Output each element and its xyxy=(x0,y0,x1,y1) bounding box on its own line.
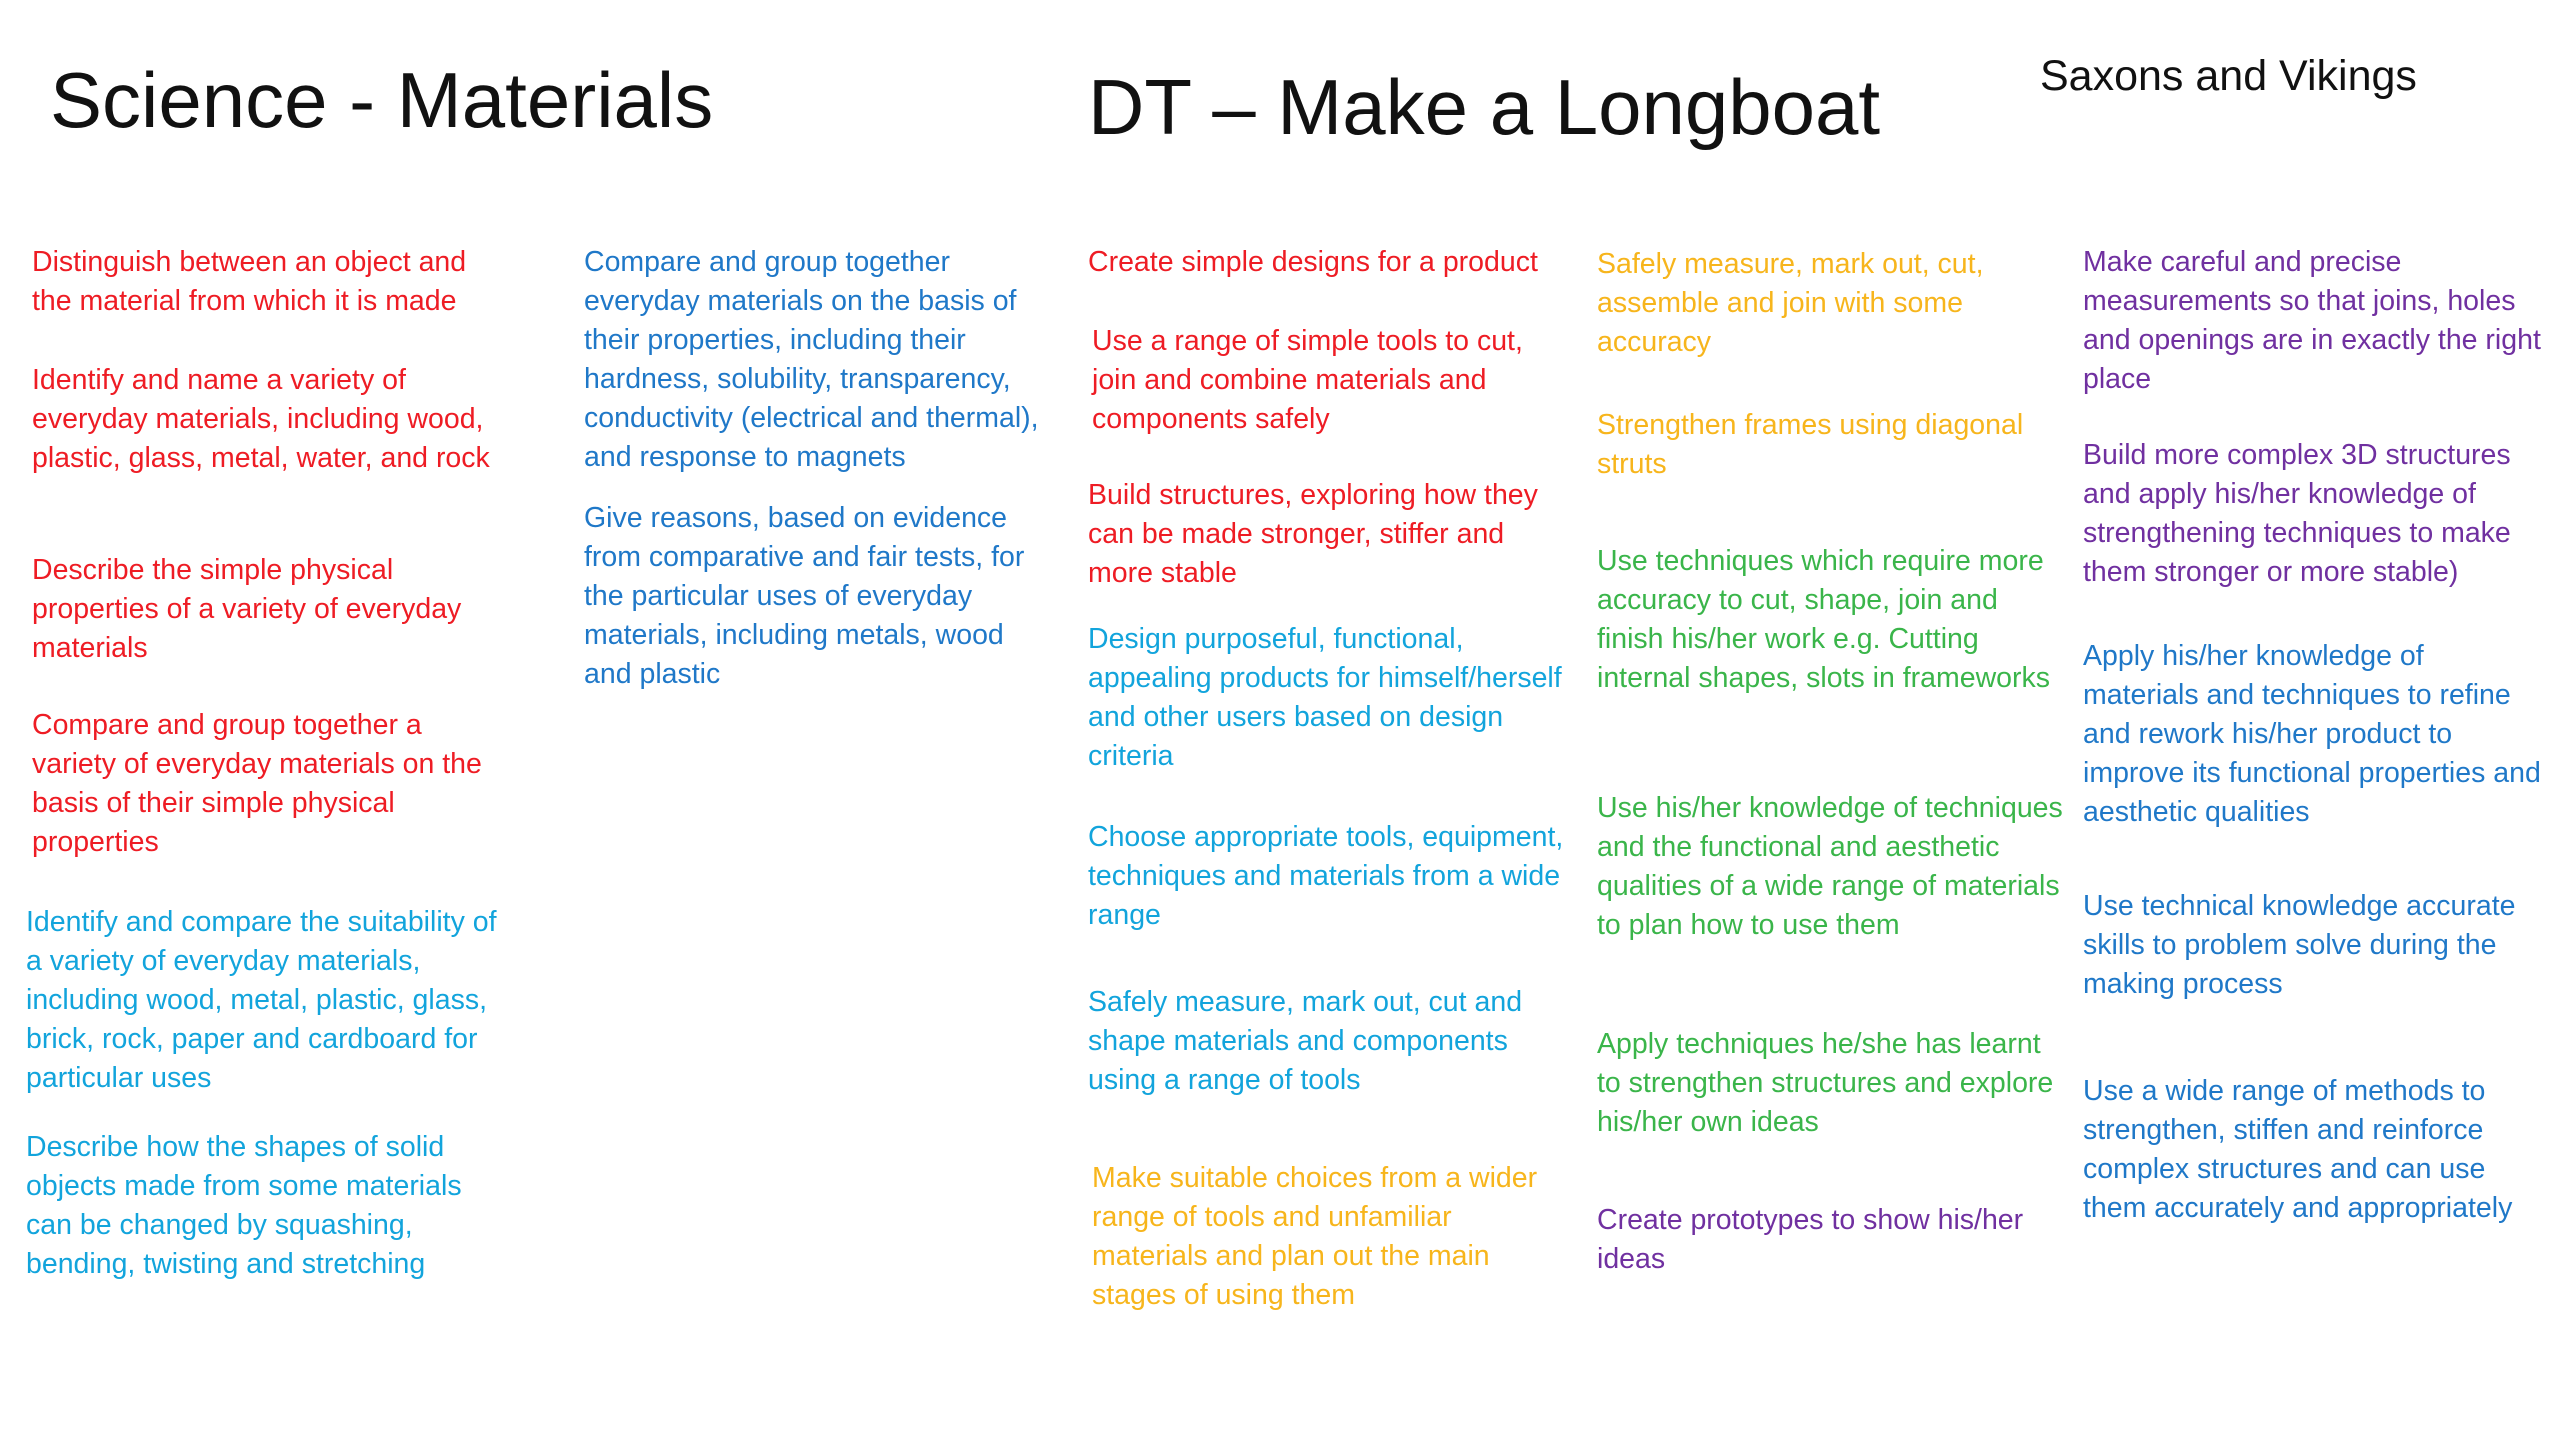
science-objective: Identify and name a variety of everyday … xyxy=(32,364,490,474)
dt-objective: Design purposeful, functional, appealing… xyxy=(1088,623,1562,772)
dt-objective: Use his/her knowledge of techniques and … xyxy=(1597,792,2063,941)
dt-objective: Safely measure, mark out, cut, assemble … xyxy=(1597,248,1984,358)
dt-objective: Use technical knowledge accurate skills … xyxy=(2083,890,2516,1000)
dt-objective: Use a range of simple tools to cut, join… xyxy=(1092,325,1523,435)
dt-longboat-title: DT – Make a Longboat xyxy=(1088,63,1881,151)
science-objective: Give reasons, based on evidence from com… xyxy=(584,502,1025,690)
dt-objective: Create prototypes to show his/her ideas xyxy=(1597,1204,2024,1275)
dt-objective: Choose appropriate tools, equipment, tec… xyxy=(1088,821,1564,931)
dt-objective: Apply techniques he/she has learnt to st… xyxy=(1597,1028,2054,1138)
science-objective: Describe the simple physical properties … xyxy=(32,554,462,664)
science-objective: Compare and group together a variety of … xyxy=(32,709,482,858)
dt-objective: Build structures, exploring how they can… xyxy=(1088,479,1538,589)
science-objective: Compare and group together everyday mate… xyxy=(584,246,1039,473)
dt-objective: Make careful and precise measurements so… xyxy=(2083,246,2541,395)
dt-objective: Safely measure, mark out, cut and shape … xyxy=(1088,986,1523,1096)
dt-objective: Strengthen frames using diagonal struts xyxy=(1597,409,2024,480)
science-objective: Identify and compare the suitability of … xyxy=(26,906,497,1094)
dt-objective: Build more complex 3D structures and app… xyxy=(2083,439,2511,588)
dt-objective: Use a wide range of methods to strengthe… xyxy=(2083,1075,2513,1224)
science-objective: Distinguish between an object and the ma… xyxy=(32,246,467,317)
dt-objective: Apply his/her knowledge of materials and… xyxy=(2083,640,2541,828)
topic-title: Saxons and Vikings xyxy=(2040,52,2417,100)
dt-objective: Use techniques which require more accura… xyxy=(1597,545,2051,694)
dt-objective: Create simple designs for a product xyxy=(1088,246,1538,278)
science-objective: Describe how the shapes of solid objects… xyxy=(26,1131,462,1280)
science-materials-title: Science - Materials xyxy=(50,56,714,144)
dt-objective: Make suitable choices from a wider range… xyxy=(1092,1162,1538,1311)
